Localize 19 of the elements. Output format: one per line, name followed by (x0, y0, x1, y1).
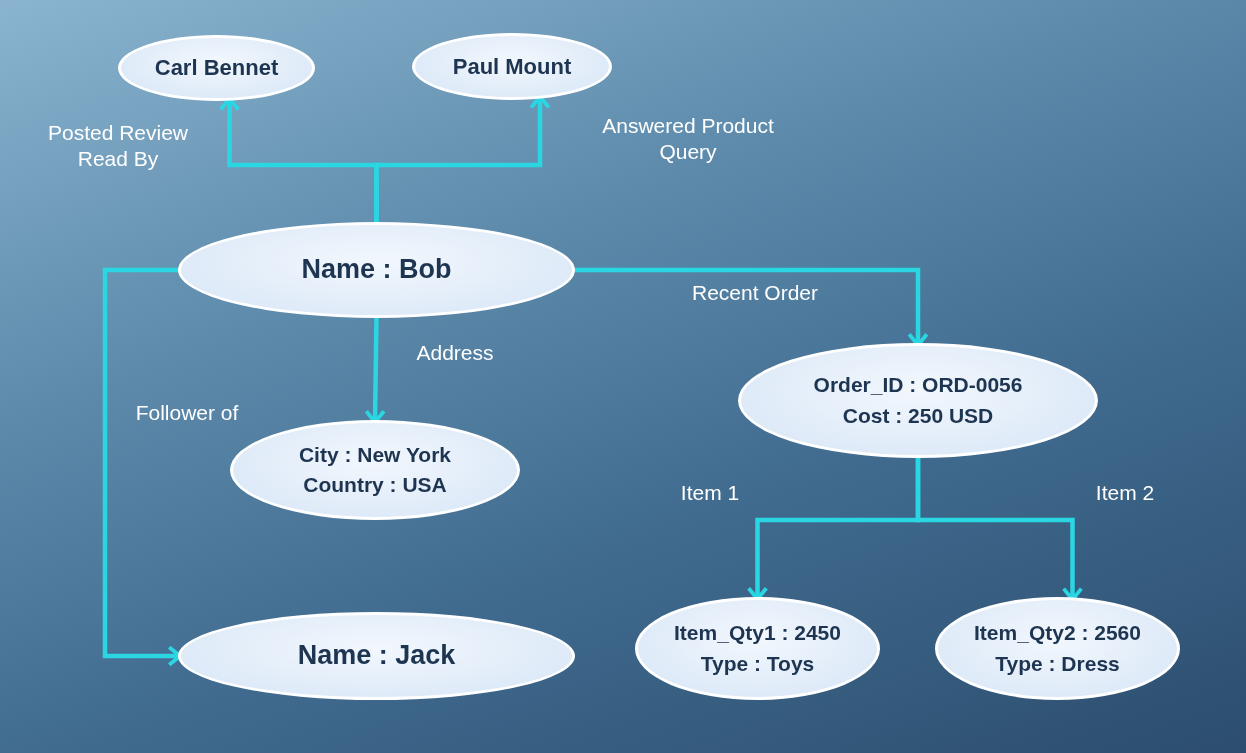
edge-label: Posted Review Read By (46, 120, 190, 173)
node-text: City : New York (298, 441, 452, 468)
edge-label: Recent Order (690, 280, 820, 306)
node-text: Paul Mount (452, 52, 572, 81)
node-text: Item_Qty1 : 2450 (674, 620, 841, 647)
node-text: Type : Dress (995, 650, 1120, 677)
edge-label: Address (415, 340, 495, 366)
node-text: Name : Jack (297, 639, 456, 673)
node-text: Type : Toys (700, 650, 815, 677)
edge-label: Item 1 (679, 480, 741, 506)
node-text: Name : Bob (301, 253, 452, 287)
edge-label: Answered Product Query (601, 113, 775, 166)
node-text: Order_ID : ORD-0056 (813, 372, 1023, 399)
edge-label: Follower of (134, 400, 240, 426)
node-text: Country : USA (303, 472, 447, 498)
node-text: Cost : 250 USD (842, 402, 994, 429)
node-text: Item_Qty2 : 2560 (974, 620, 1141, 647)
node-text: Carl Bennet (154, 54, 279, 83)
edge-label: Item 2 (1094, 480, 1156, 506)
